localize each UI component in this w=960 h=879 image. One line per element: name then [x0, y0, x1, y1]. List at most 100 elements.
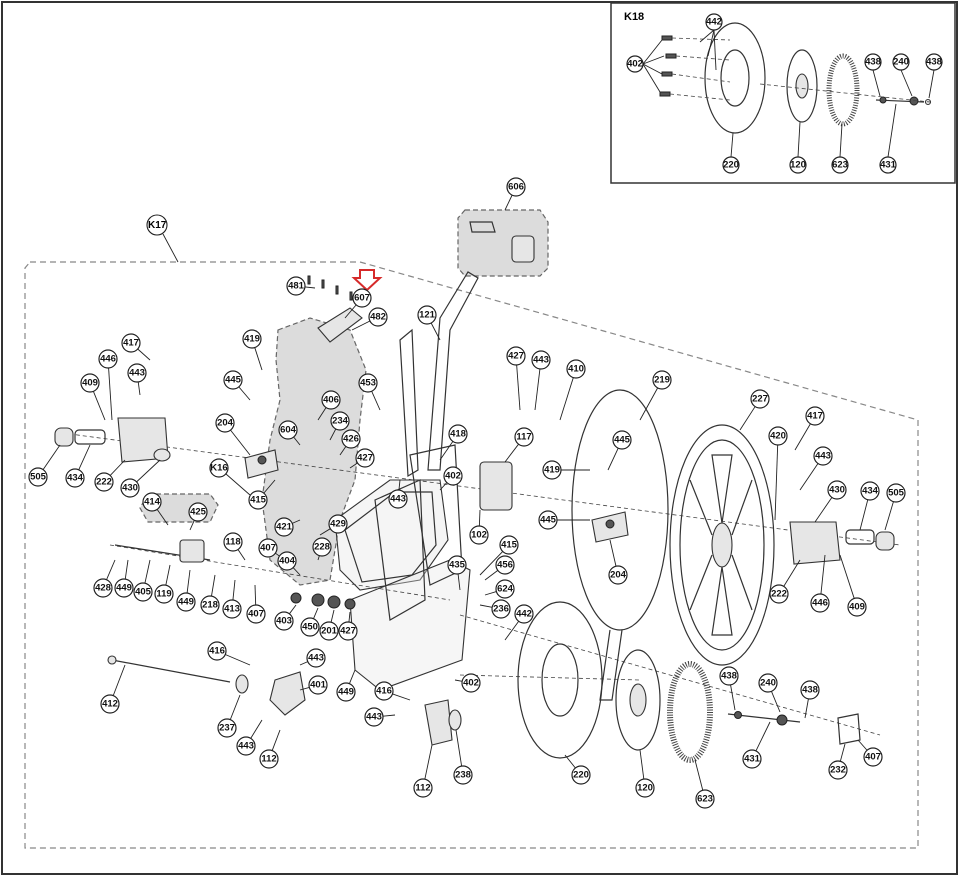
callout-443[interactable]: 443	[236, 736, 256, 756]
callout-417[interactable]: 417	[121, 333, 141, 353]
callout-112[interactable]: 112	[413, 778, 433, 798]
callout-219[interactable]: 219	[652, 370, 672, 390]
callout-416[interactable]: 416	[374, 681, 394, 701]
callout-102[interactable]: 102	[469, 525, 489, 545]
callout-428[interactable]: 428	[93, 578, 113, 598]
callout-430[interactable]: 430	[120, 478, 140, 498]
callout-409[interactable]: 409	[80, 373, 100, 393]
callout-418[interactable]: 418	[448, 424, 468, 444]
callout-606[interactable]: 606	[506, 177, 526, 197]
callout-430[interactable]: 430	[827, 480, 847, 500]
callout-421[interactable]: 421	[274, 517, 294, 537]
callout-449[interactable]: 449	[176, 592, 196, 612]
callout-442[interactable]: 442	[514, 604, 534, 624]
callout-434[interactable]: 434	[860, 481, 880, 501]
callout-237[interactable]: 237	[217, 718, 237, 738]
callout-443[interactable]: 443	[306, 648, 326, 668]
callout-446[interactable]: 446	[810, 593, 830, 613]
callout-220[interactable]: 220	[722, 156, 740, 174]
callout-413[interactable]: 413	[222, 599, 242, 619]
callout-120[interactable]: 120	[635, 778, 655, 798]
callout-438[interactable]: 438	[925, 53, 943, 71]
callout-204[interactable]: 204	[215, 413, 235, 433]
callout-240[interactable]: 240	[758, 673, 778, 693]
callout-456[interactable]: 456	[495, 555, 515, 575]
callout-426[interactable]: 426	[341, 429, 361, 449]
callout-438[interactable]: 438	[864, 53, 882, 71]
callout-429[interactable]: 429	[328, 514, 348, 534]
callout-438[interactable]: 438	[800, 680, 820, 700]
callout-118[interactable]: 118	[223, 532, 243, 552]
callout-222[interactable]: 222	[769, 584, 789, 604]
callout-417[interactable]: 417	[805, 406, 825, 426]
callout-415[interactable]: 415	[499, 535, 519, 555]
callout-431[interactable]: 431	[742, 749, 762, 769]
callout-445[interactable]: 445	[612, 430, 632, 450]
callout-404[interactable]: 404	[277, 551, 297, 571]
callout-419[interactable]: 419	[542, 460, 562, 480]
callout-236[interactable]: 236	[491, 599, 511, 619]
callout-220[interactable]: 220	[571, 765, 591, 785]
callout-427[interactable]: 427	[355, 448, 375, 468]
callout-435[interactable]: 435	[447, 555, 467, 575]
callout-443[interactable]: 443	[127, 363, 147, 383]
callout-409[interactable]: 409	[847, 597, 867, 617]
callout-407[interactable]: 407	[863, 747, 883, 767]
callout-624[interactable]: 624	[495, 579, 515, 599]
callout-218[interactable]: 218	[200, 595, 220, 615]
callout-117[interactable]: 117	[514, 427, 534, 447]
callout-412[interactable]: 412	[100, 694, 120, 714]
callout-415[interactable]: 415	[248, 490, 268, 510]
callout-505[interactable]: 505	[28, 467, 48, 487]
callout-238[interactable]: 238	[453, 765, 473, 785]
callout-121[interactable]: 121	[417, 305, 437, 325]
callout-623[interactable]: 623	[695, 789, 715, 809]
callout-449[interactable]: 449	[114, 578, 134, 598]
callout-604[interactable]: 604	[278, 420, 298, 440]
callout-204[interactable]: 204	[608, 565, 628, 585]
callout-445[interactable]: 445	[223, 370, 243, 390]
callout-420[interactable]: 420	[768, 426, 788, 446]
callout-445[interactable]: 445	[538, 510, 558, 530]
callout-119[interactable]: 119	[154, 584, 174, 604]
callout-446[interactable]: 446	[98, 349, 118, 369]
callout-120[interactable]: 120	[789, 156, 807, 174]
callout-505[interactable]: 505	[886, 483, 906, 503]
callout-450[interactable]: 450	[300, 617, 320, 637]
callout-227[interactable]: 227	[750, 389, 770, 409]
callout-438[interactable]: 438	[719, 666, 739, 686]
callout-425[interactable]: 425	[188, 502, 208, 522]
callout-607[interactable]: 607	[352, 288, 372, 308]
callout-112[interactable]: 112	[259, 749, 279, 769]
callout-419[interactable]: 419	[242, 329, 262, 349]
callout-232[interactable]: 232	[828, 760, 848, 780]
callout-416[interactable]: 416	[207, 641, 227, 661]
callout-482[interactable]: 482	[368, 307, 388, 327]
callout-407[interactable]: 407	[258, 538, 278, 558]
callout-442[interactable]: 442	[705, 13, 723, 31]
callout-228[interactable]: 228	[312, 537, 332, 557]
callout-407[interactable]: 407	[246, 604, 266, 624]
callout-222[interactable]: 222	[94, 472, 114, 492]
callout-403[interactable]: 403	[274, 611, 294, 631]
callout-449[interactable]: 449	[336, 682, 356, 702]
callout-431[interactable]: 431	[879, 156, 897, 174]
callout-406[interactable]: 406	[321, 390, 341, 410]
callout-434[interactable]: 434	[65, 468, 85, 488]
callout-402[interactable]: 402	[443, 466, 463, 486]
callout-234[interactable]: 234	[330, 411, 350, 431]
callout-427[interactable]: 427	[338, 621, 358, 641]
callout-401[interactable]: 401	[308, 675, 328, 695]
callout-453[interactable]: 453	[358, 373, 378, 393]
callout-427[interactable]: 427	[506, 346, 526, 366]
callout-402[interactable]: 402	[626, 55, 644, 73]
callout-414[interactable]: 414	[142, 492, 162, 512]
callout-623[interactable]: 623	[831, 156, 849, 174]
callout-402[interactable]: 402	[461, 673, 481, 693]
callout-443[interactable]: 443	[388, 489, 408, 509]
callout-443[interactable]: 443	[364, 707, 384, 727]
callout-240[interactable]: 240	[892, 53, 910, 71]
callout-201[interactable]: 201	[319, 621, 339, 641]
callout-443[interactable]: 443	[531, 350, 551, 370]
callout-405[interactable]: 405	[133, 582, 153, 602]
